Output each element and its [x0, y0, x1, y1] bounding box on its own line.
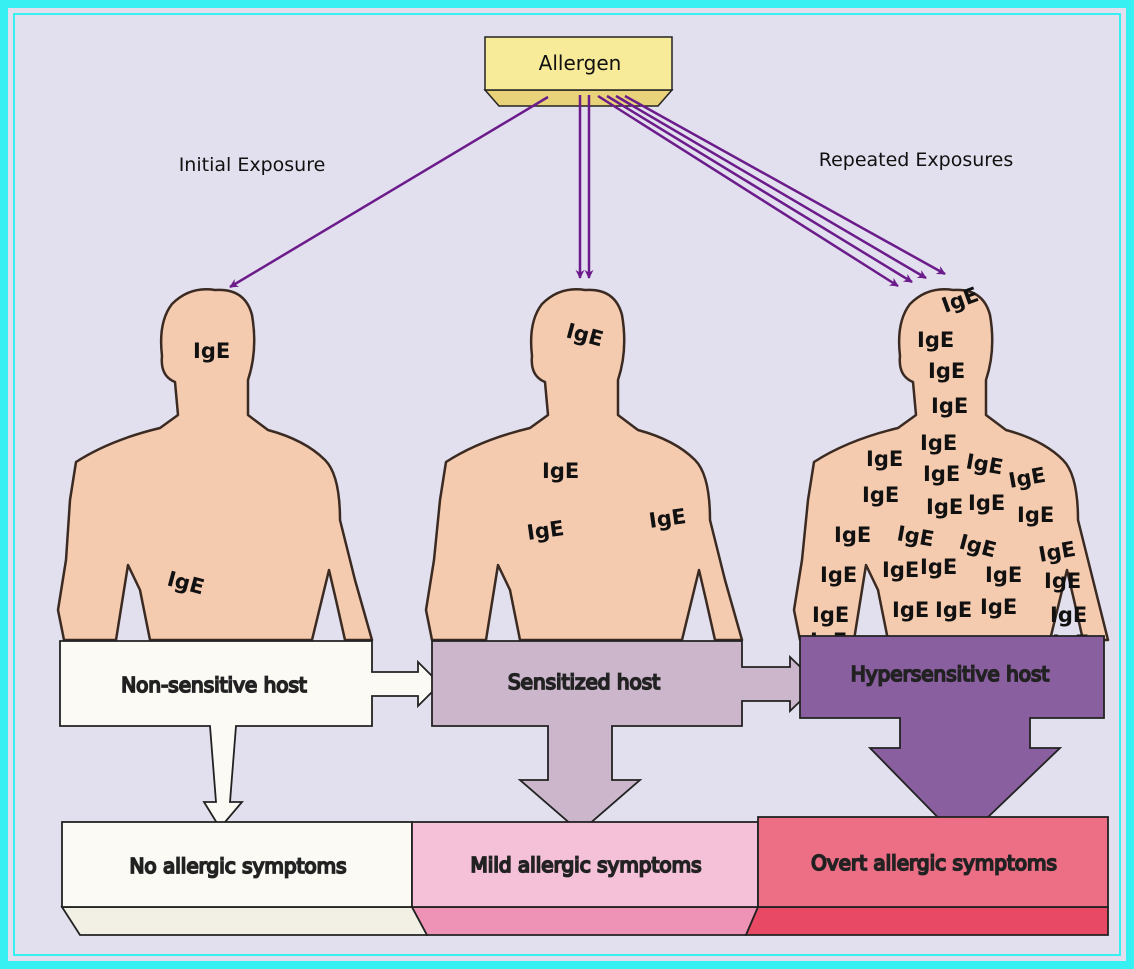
ige-label: IgE [834, 523, 871, 547]
mild-symptoms-label: Mild allergic symptoms [471, 853, 702, 877]
repeated-exposures-label: Repeated Exposures [819, 149, 1014, 171]
ige-label: IgE [193, 339, 230, 363]
ige-label: IgE [931, 394, 968, 418]
ige-label: IgE [542, 459, 579, 483]
allergen-label: Allergen [539, 51, 622, 75]
overt-symptoms-shadow [746, 907, 1108, 935]
ige-label: IgE [920, 555, 957, 579]
initial-exposure-label: Initial Exposure [179, 154, 326, 176]
ige-label: IgE [866, 447, 903, 471]
allergen-box: Allergen [485, 37, 672, 106]
ige-label: IgE [1017, 503, 1054, 527]
host-boxes: Non-sensitive host Sensitized host Hyper… [60, 636, 1104, 842]
mild-symptoms-shadow [412, 907, 758, 935]
ige-label: IgE [820, 563, 857, 587]
ige-label: IgE [928, 359, 965, 383]
sensitized-host-label: Sensitized host [508, 670, 660, 694]
ige-label: IgE [882, 558, 919, 582]
ige-label: IgE [920, 431, 957, 455]
ige-label: IgE [926, 495, 963, 519]
no-symptoms-label: No allergic symptoms [129, 854, 346, 878]
ige-label: IgE [862, 483, 899, 507]
ige-label: IgE [647, 504, 687, 533]
outcome-boxes: No allergic symptoms Mild allergic sympt… [62, 817, 1108, 935]
no-symptoms-shadow [62, 907, 427, 935]
ige-label: IgE [812, 603, 849, 627]
ige-label: IgE [968, 491, 1005, 515]
ige-label: IgE [525, 516, 565, 545]
non-sensitive-host-label: Non-sensitive host [121, 673, 307, 697]
ige-label: IgE [917, 328, 954, 352]
ige-label: IgE [923, 462, 960, 486]
ige-label: IgE [935, 598, 972, 622]
overt-symptoms-label: Overt allergic symptoms [811, 851, 1057, 875]
ige-label: IgE [985, 563, 1022, 587]
ige-label: IgE [892, 598, 929, 622]
hypersensitive-host-label: Hypersensitive host [851, 662, 1050, 686]
ige-label: IgE [1044, 569, 1081, 593]
ige-label: IgE [1050, 603, 1087, 627]
ige-label: IgE [980, 595, 1017, 619]
